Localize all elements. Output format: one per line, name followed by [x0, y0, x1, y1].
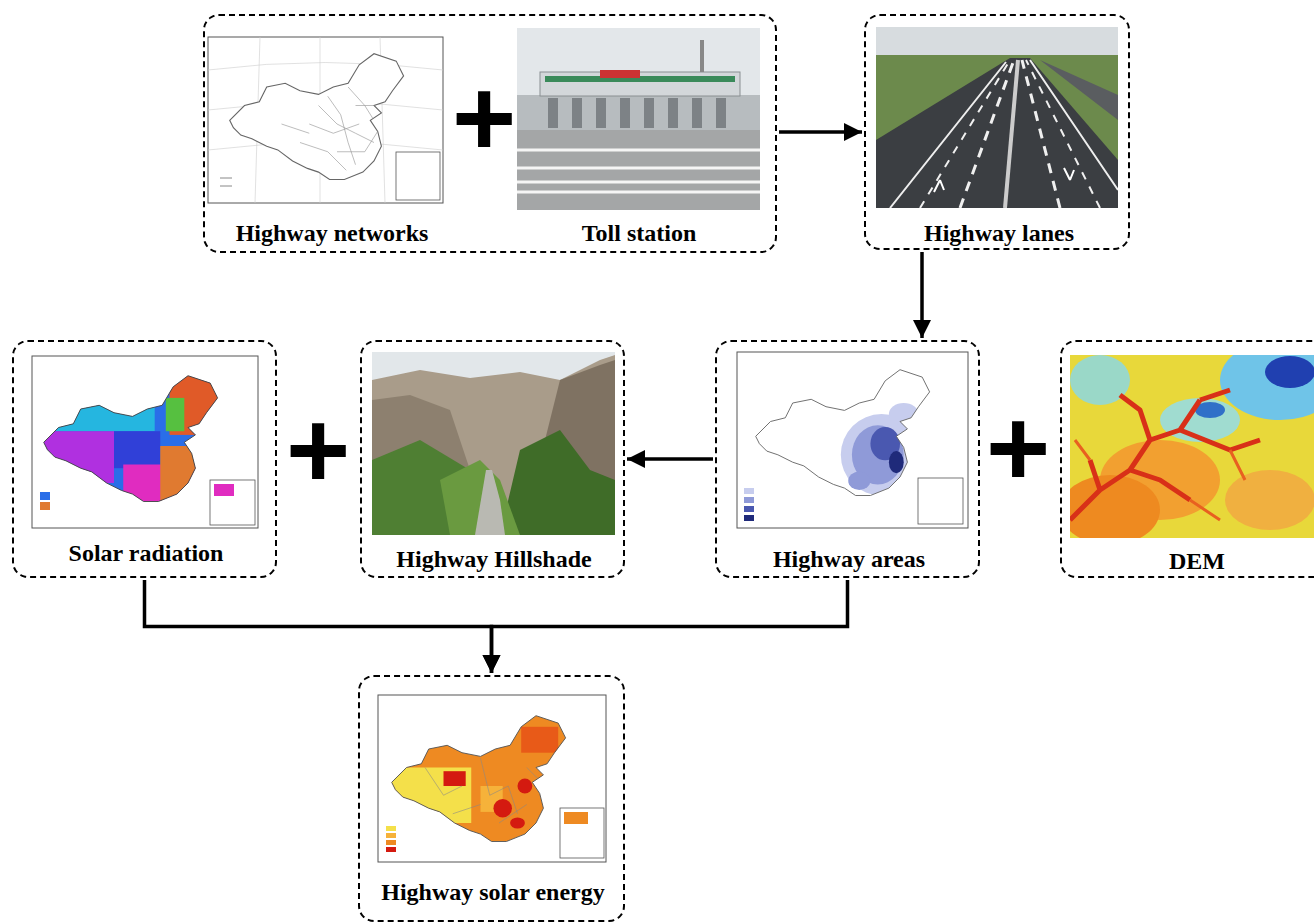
radiation-map: [32, 356, 258, 528]
arrow-head: [913, 320, 931, 338]
caption-text: DEM: [1166, 547, 1228, 575]
hillshade-photo: [372, 352, 615, 535]
caption-text: Highway areas: [770, 545, 928, 573]
toll-photo: [517, 28, 760, 210]
flow-arrow: [913, 252, 931, 338]
flow-arrow: [779, 123, 862, 141]
solar-energy-map: [378, 695, 606, 862]
arrow-line: [145, 580, 492, 673]
areas-map: [737, 352, 968, 528]
flow-box: Highway Hillshade: [360, 340, 625, 578]
arrow-head: [627, 450, 645, 468]
flow-arrow: [627, 450, 713, 468]
flow-box: DEM: [1060, 340, 1314, 578]
flow-arrow: [145, 580, 501, 673]
caption-text: Solar radiation: [66, 539, 227, 567]
plus-sign: +: [286, 395, 350, 505]
flow-box: Solar radiation: [12, 340, 277, 578]
flow-box: Highway solar energy: [358, 675, 625, 922]
arrow-head: [483, 655, 501, 673]
flow-arrow: [483, 580, 848, 673]
caption-text: Highway networks: [233, 219, 432, 247]
dem-raster: [1070, 355, 1314, 538]
arrow-head: [844, 123, 862, 141]
caption-text: Highway solar energy: [378, 878, 608, 906]
flow-box: Highway areas: [715, 340, 980, 578]
network-map: [208, 37, 443, 203]
caption-text: Toll station: [579, 219, 699, 247]
flow-box: Highway lanes: [864, 14, 1130, 250]
lanes-photo: [876, 27, 1118, 208]
caption-text: Highway Hillshade: [393, 545, 594, 573]
arrow-line: [492, 580, 848, 673]
caption-text: Highway lanes: [921, 219, 1077, 247]
plus-sign: +: [452, 63, 516, 173]
arrow-head: [483, 655, 501, 673]
plus-sign: +: [986, 393, 1050, 503]
